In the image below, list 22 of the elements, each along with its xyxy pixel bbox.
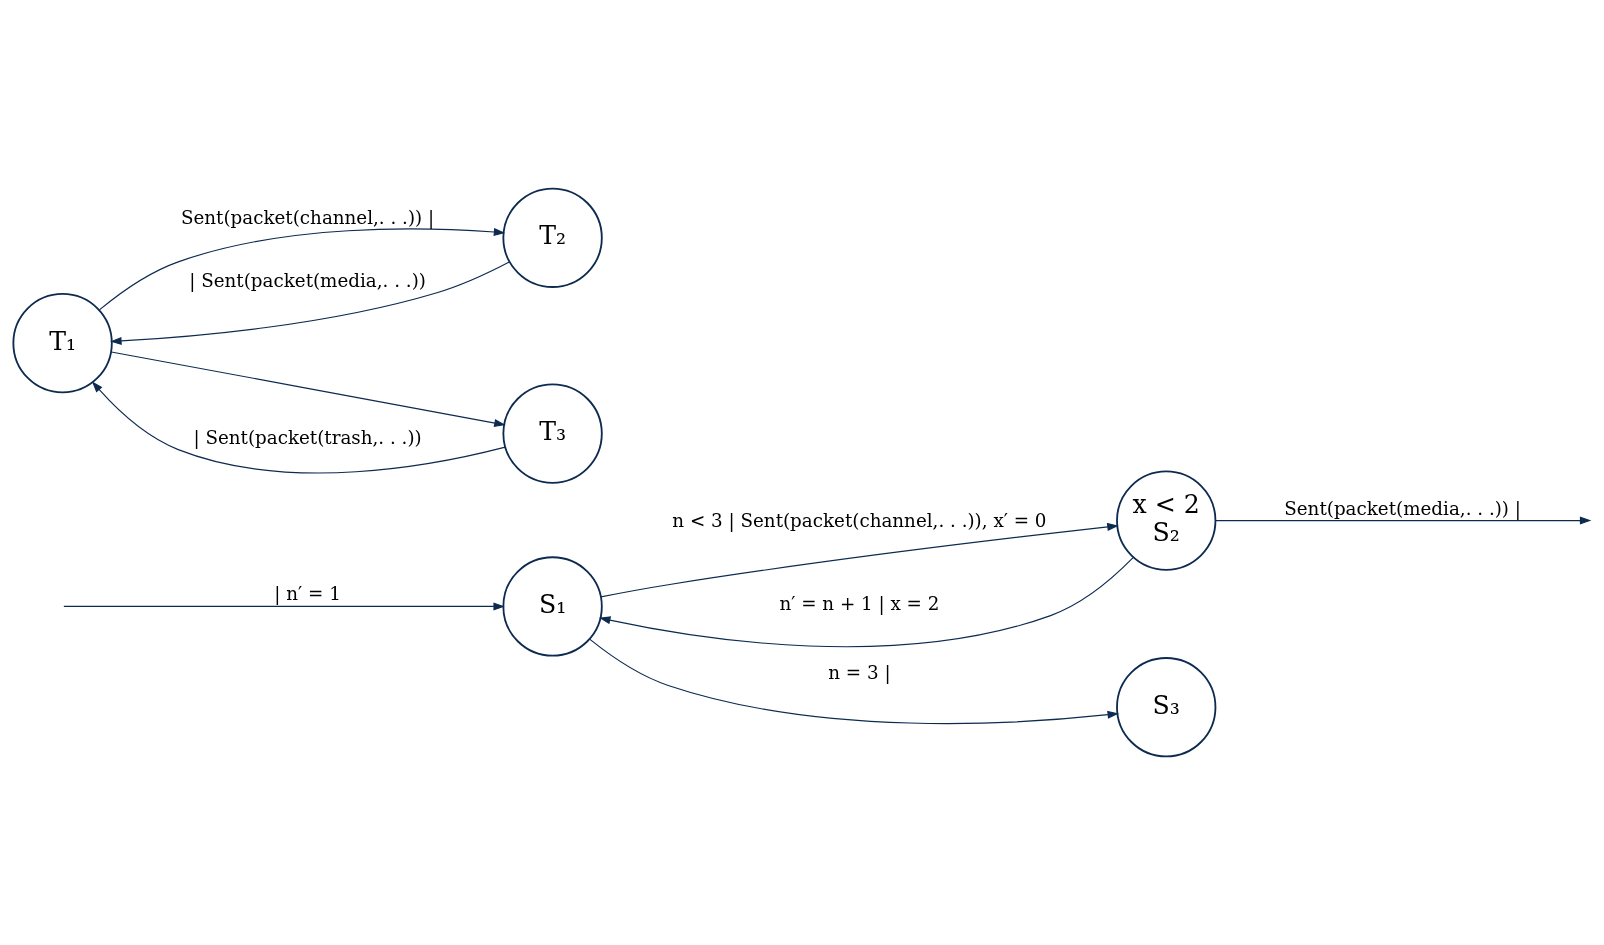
edge-label: Sent(packet(channel,. . .)) | [180,206,435,228]
edge-label: n′ = n + 1 | x = 2 [779,592,940,614]
edge-label: n = 3 | [828,662,891,684]
arrow [91,381,506,474]
node-circle: T₃ [502,383,603,484]
arrow [599,557,1134,648]
edge-label: | n′ = 1 [274,583,341,605]
edge-label: n < 3 | Sent(packet(channel,. . .)), x′ = 0 [672,510,1047,532]
edge-label: | Sent(packet(media,. . .)) [189,269,426,291]
node-circle: S₁ [502,556,603,657]
node-circle: T₂ [502,187,603,288]
arrow [600,522,1119,598]
arrow [110,261,510,345]
arrow [1215,516,1592,525]
node-circle: x < 2 S₂ [1116,470,1217,571]
edge-label: Sent(packet(media,. . .)) | [1284,497,1521,519]
arrow [98,228,506,311]
arrow [589,638,1119,725]
edge-label: | Sent(packet(trash,. . .)) [193,426,422,448]
arrow [63,602,505,611]
arrow [110,351,506,427]
node-circle: S₃ [1116,657,1217,758]
